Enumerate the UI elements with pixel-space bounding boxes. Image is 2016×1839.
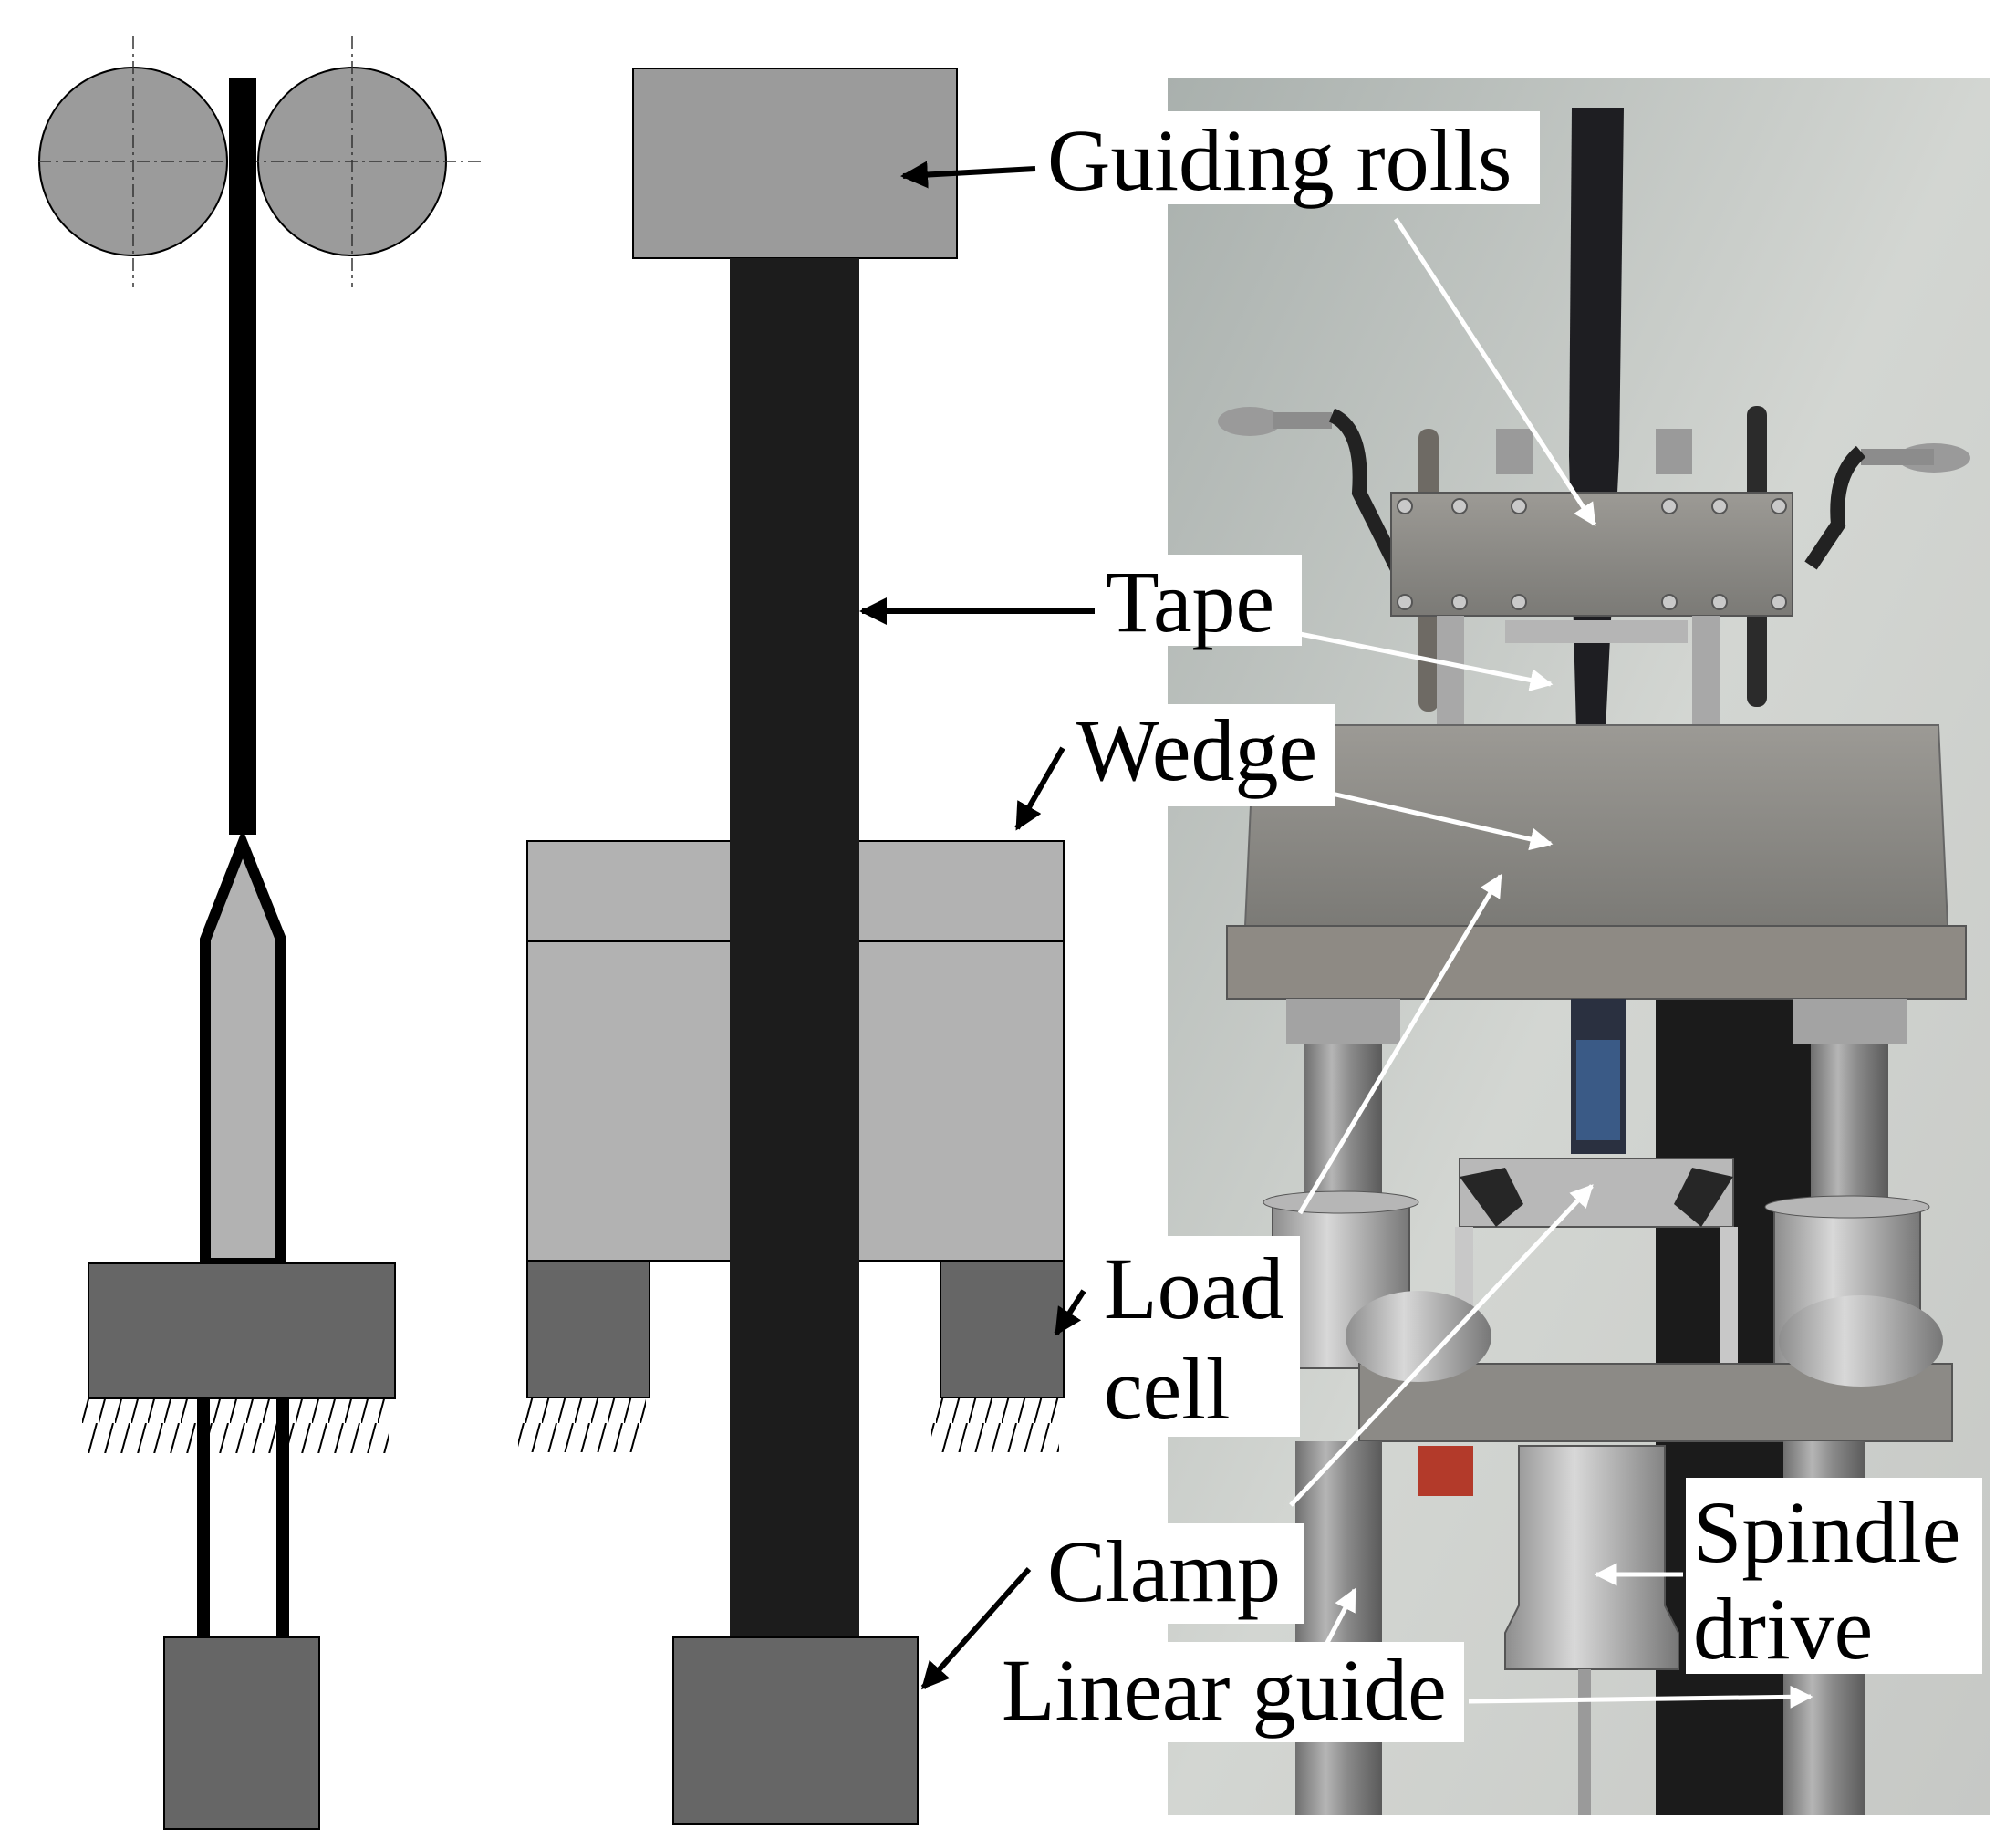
guiding-block-front <box>632 68 958 259</box>
label-spindle-drive-line1: Spindle <box>1693 1483 1960 1581</box>
photo-guiding-block <box>1390 492 1793 617</box>
label-load-cell: Load cell <box>1095 1236 1300 1438</box>
label-tape: Tape <box>1099 553 1302 650</box>
load-cell-front-right <box>940 1260 1065 1398</box>
wedge-side <box>200 828 286 1269</box>
label-clamp-text: Clamp <box>1047 1522 1281 1620</box>
tape-front <box>730 258 859 1640</box>
label-spindle-drive: Spindle drive <box>1686 1478 1982 1678</box>
label-tape-text: Tape <box>1106 553 1274 650</box>
guiding-roll-right <box>246 36 483 287</box>
label-guiding-rolls: Guiding rolls <box>1040 111 1540 209</box>
ground-hatch-front-right <box>931 1397 1059 1452</box>
photo-spindle-drive <box>1504 1445 1679 1670</box>
label-spindle-drive-line2: drive <box>1693 1580 1873 1678</box>
ground-hatch-side <box>82 1398 389 1453</box>
clamp-side <box>163 1636 320 1830</box>
photo-main-plate <box>1226 925 1967 1000</box>
front-schematic <box>518 68 1065 1825</box>
label-clamp: Clamp <box>1040 1522 1304 1624</box>
clamp-front <box>672 1636 919 1825</box>
annotation-arrows <box>859 161 1813 1709</box>
label-load-cell-line1: Load <box>1104 1240 1283 1337</box>
tape-side <box>229 78 256 835</box>
label-linear-guide-text: Linear guide <box>1002 1641 1447 1739</box>
guiding-roll-left <box>38 36 228 287</box>
label-guiding-rolls-text: Guiding rolls <box>1047 111 1512 209</box>
photo-linear-guide-left <box>1295 1441 1382 1815</box>
label-linear-guide: Linear guide <box>994 1641 1464 1742</box>
ground-hatch-front-left <box>518 1397 646 1452</box>
load-cell-front-left <box>526 1260 650 1398</box>
load-cell-side <box>88 1262 396 1399</box>
side-schematic <box>38 36 483 1830</box>
label-wedge-text: Wedge <box>1076 701 1317 799</box>
label-wedge: Wedge <box>1069 701 1335 806</box>
label-load-cell-line2: cell <box>1104 1340 1231 1438</box>
photo-wedge-housing <box>1243 724 1949 927</box>
